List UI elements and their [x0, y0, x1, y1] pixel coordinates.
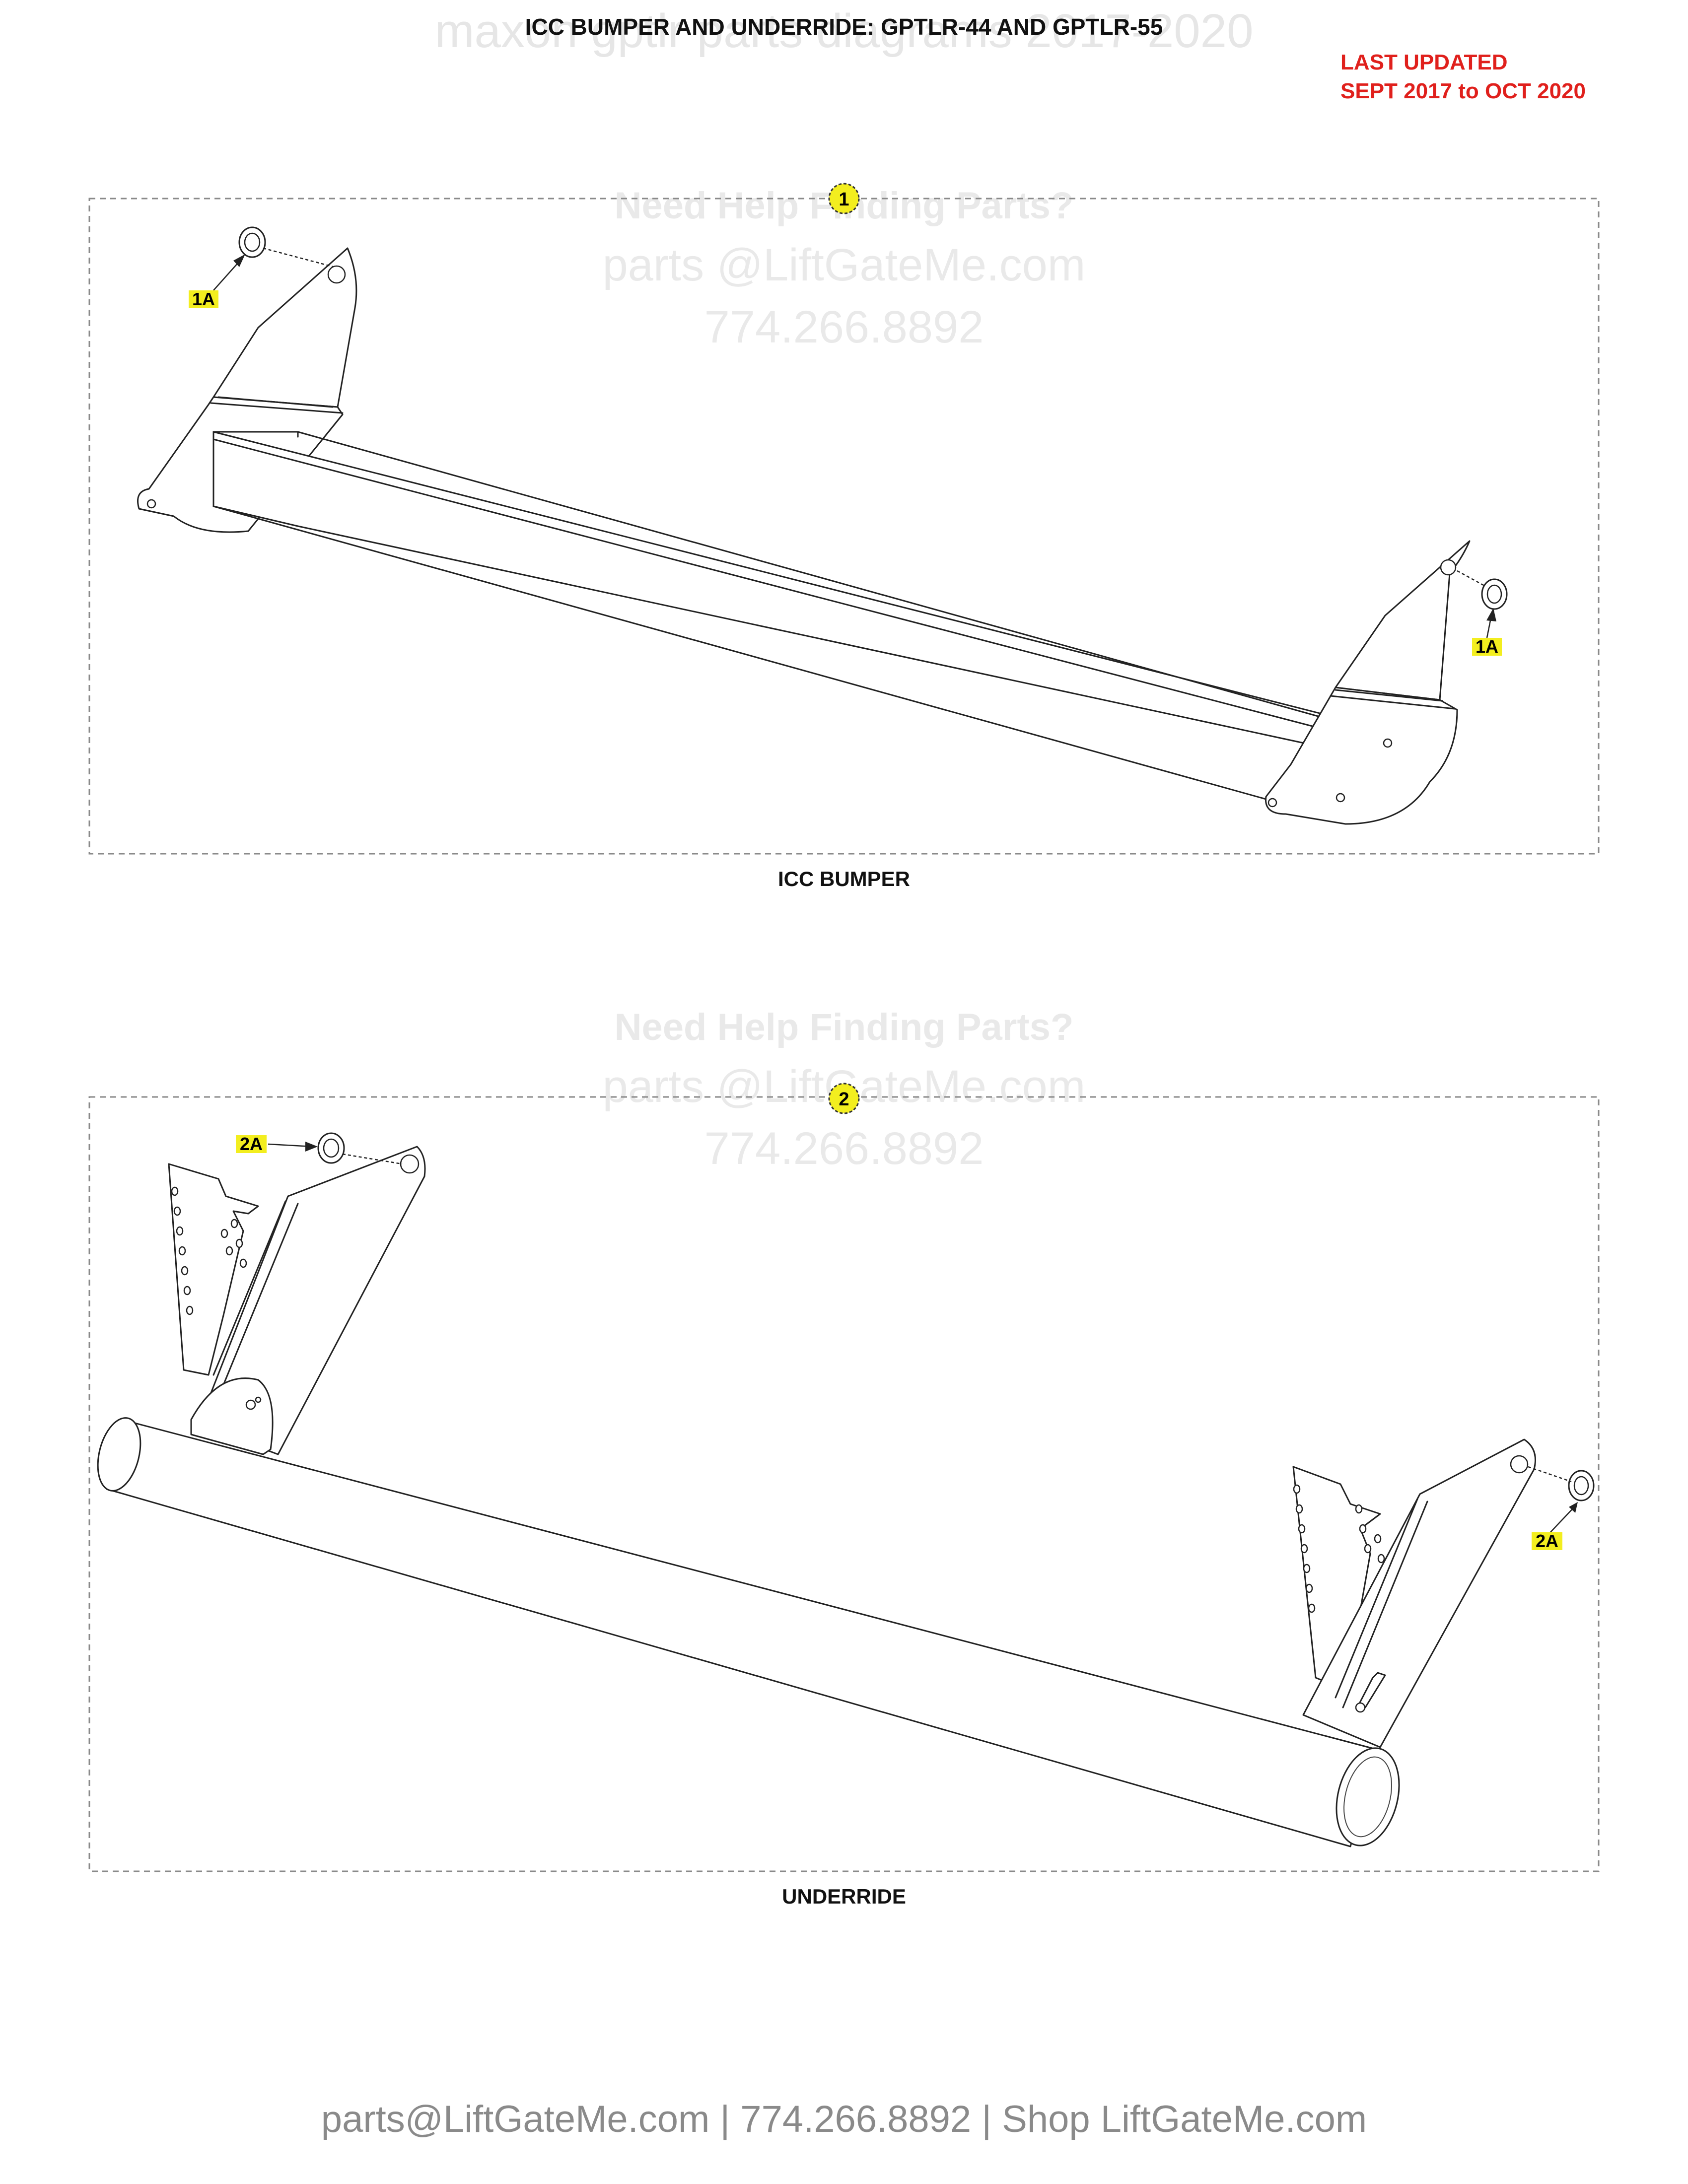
caption-underride: UNDERRIDE [782, 1885, 906, 1908]
callout-label-2a-left: 2A [240, 1134, 263, 1154]
page-title: ICC BUMPER AND UNDERRIDE: GPTLR-44 AND G… [525, 14, 1163, 40]
last-updated-range: SEPT 2017 to OCT 2020 [1340, 79, 1586, 103]
last-updated-label: LAST UPDATED [1340, 50, 1508, 74]
watermark-title: maxon gptlr parts diagrams 2017-2020 [435, 4, 1254, 58]
footer-contact: parts@LiftGateMe.com | 774.266.8892 | Sh… [321, 2098, 1367, 2140]
callout-2a-right: 2A [1528, 1466, 1595, 1551]
watermark-phone-2: 774.266.8892 [704, 1123, 984, 1174]
callout-1a-right: 1A [1457, 570, 1508, 657]
item-number-1: 1 [839, 189, 849, 210]
item-number-2: 2 [839, 1089, 849, 1110]
panel-icc-bumper: Need Help Finding Parts? parts @LiftGate… [88, 183, 1600, 890]
item-bubble-1: 1 [828, 183, 860, 214]
watermark-email-1: parts @LiftGateMe.com [603, 240, 1086, 290]
callout-1a-left: 1A [189, 226, 333, 309]
right-plate-holes [1293, 1484, 1385, 1613]
watermark-help-2: Need Help Finding Parts? [615, 1006, 1074, 1048]
callout-label-1a-left: 1A [192, 289, 215, 309]
caption-icc-bumper: ICC BUMPER [778, 867, 910, 890]
underride-drawing [97, 1146, 1536, 1847]
item-bubble-2: 2 [828, 1083, 860, 1114]
callout-label-2a-right: 2A [1536, 1531, 1558, 1551]
callout-2a-left: 2A [236, 1132, 403, 1165]
watermark-phone-1: 774.266.8892 [704, 302, 984, 352]
left-plate-holes [171, 1186, 247, 1315]
callout-label-1a-right: 1A [1476, 636, 1498, 657]
panel-underride: Need Help Finding Parts? parts @LiftGate… [88, 1006, 1600, 1908]
icc-bumper-drawing [137, 247, 1471, 825]
